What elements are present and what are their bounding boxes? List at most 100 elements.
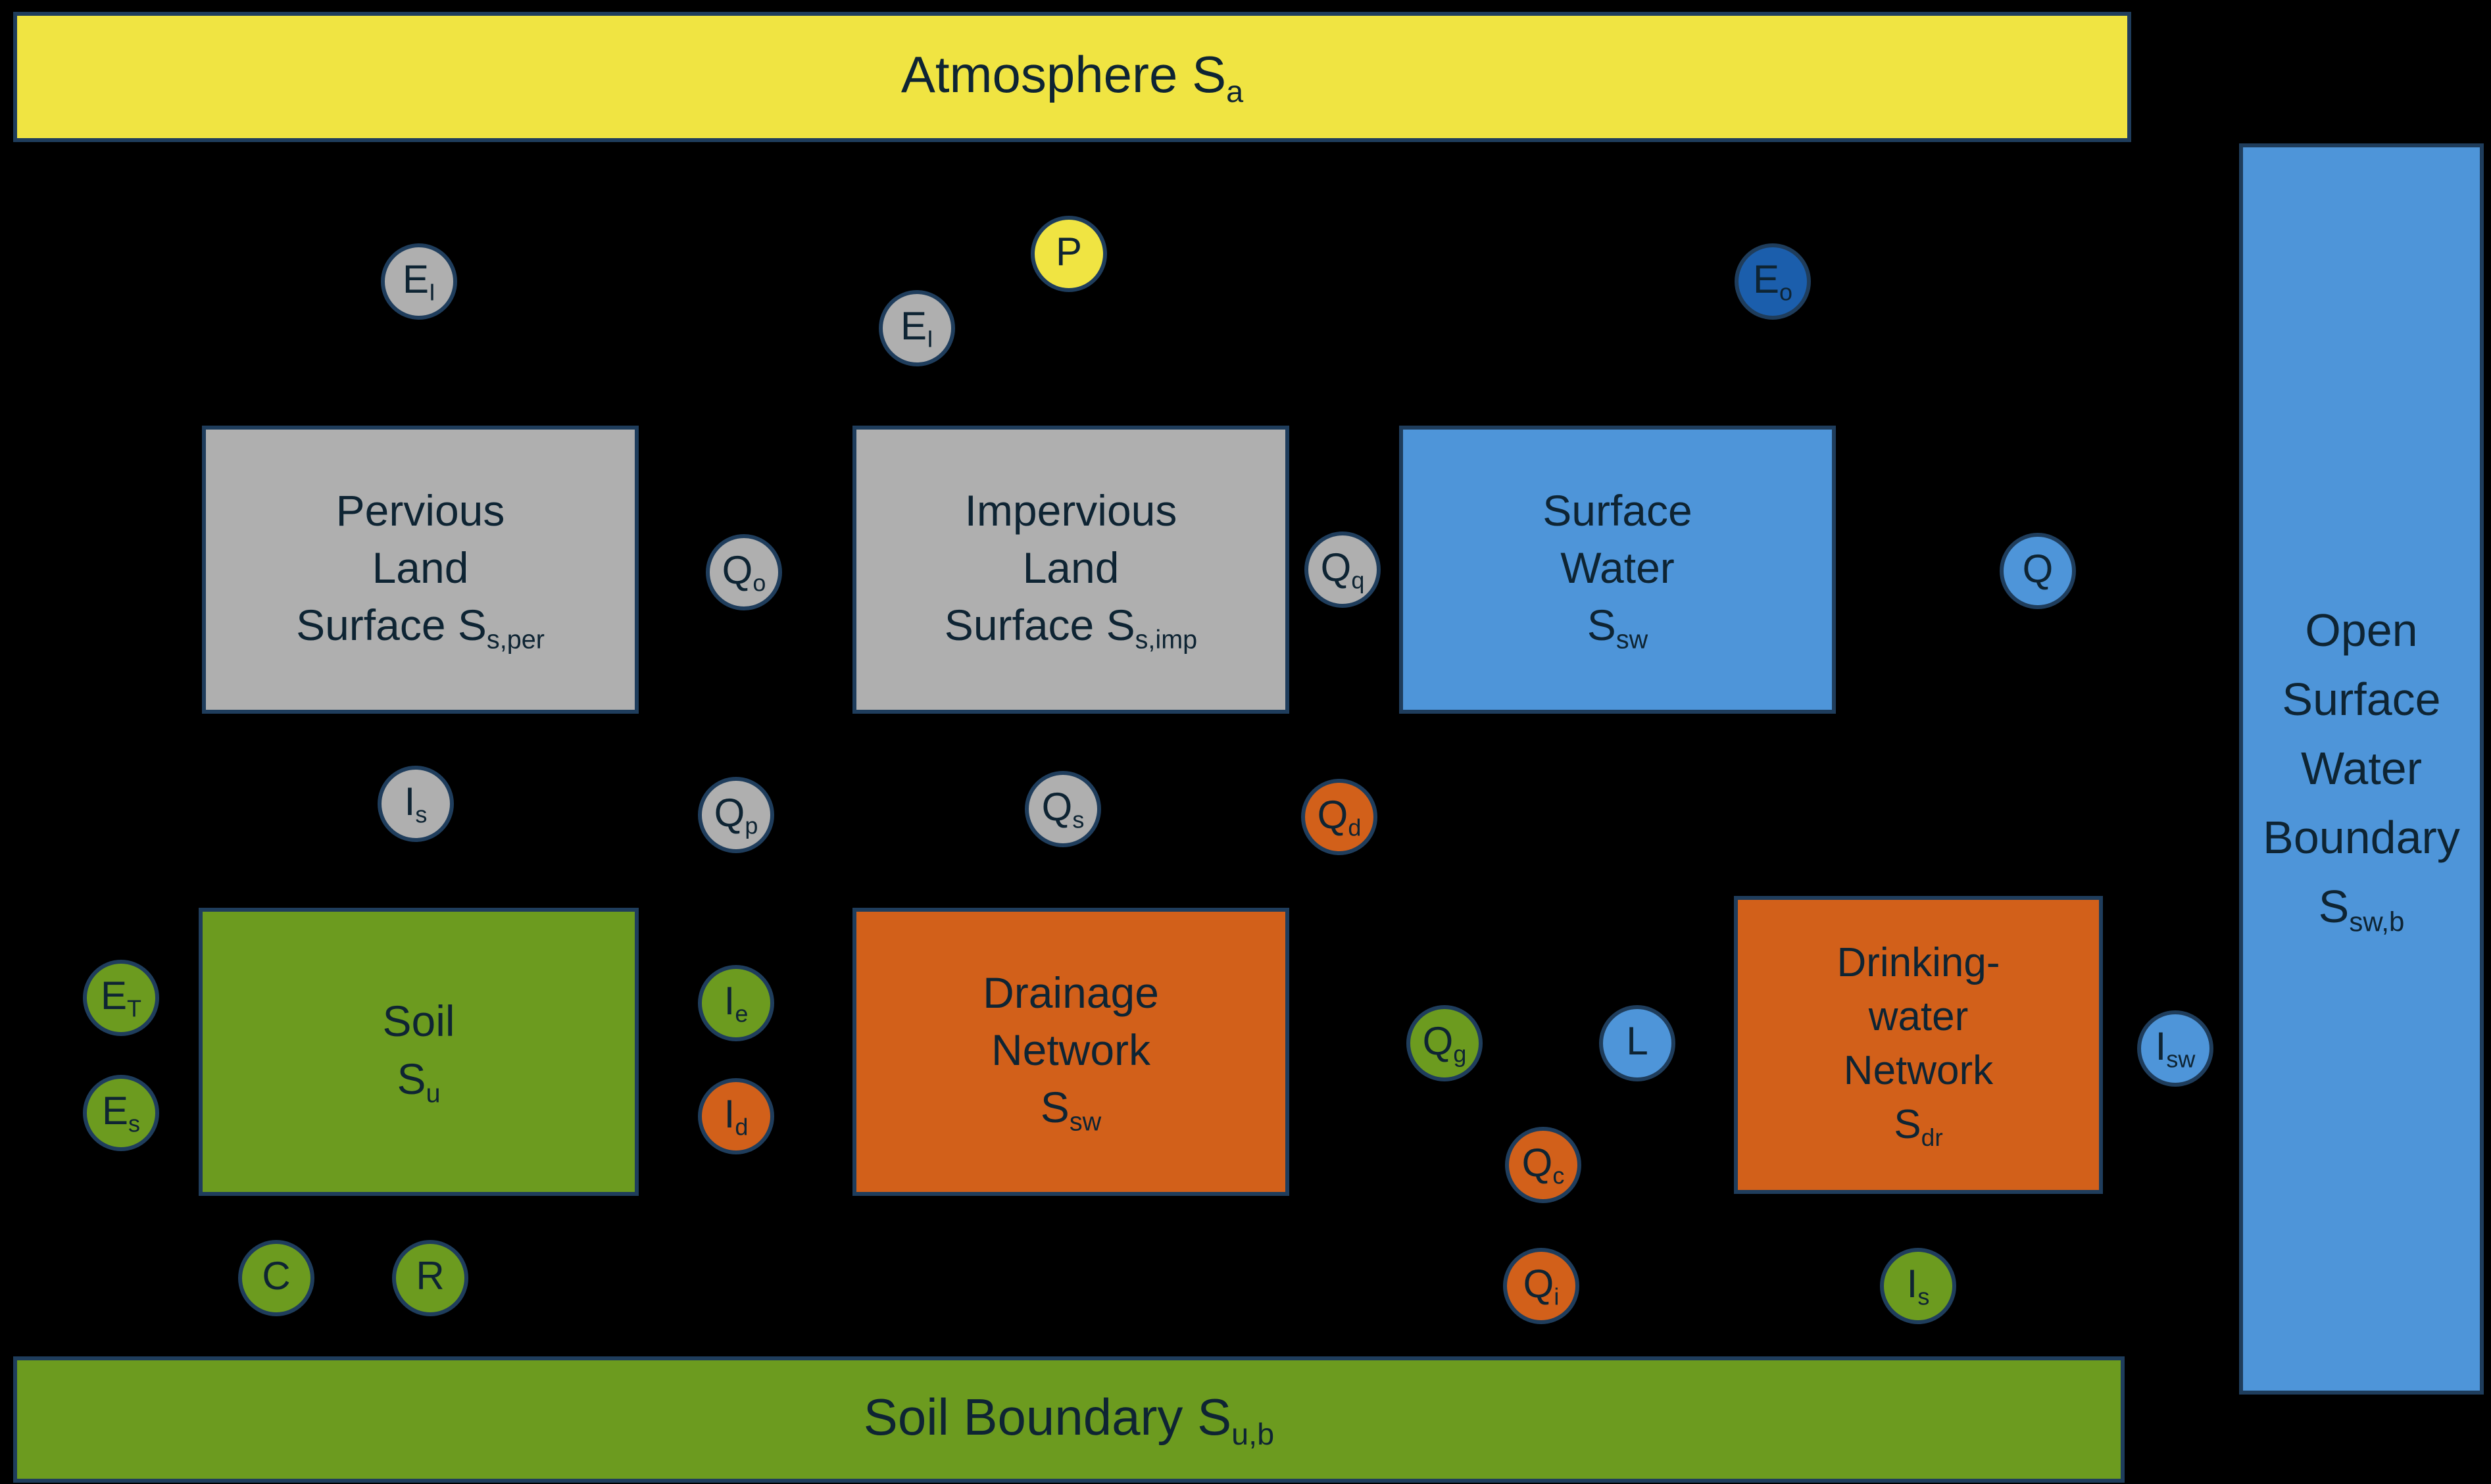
soil-label: Soil Su — [382, 993, 455, 1110]
flow-main: E — [100, 974, 128, 1018]
flow-subscript: g — [1453, 1040, 1467, 1068]
flow-EI-impervious: EI — [879, 290, 955, 366]
flow-main: Q — [722, 548, 753, 593]
flow-subscript: q — [1351, 566, 1365, 594]
flow-Qc: Qc — [1505, 1127, 1581, 1203]
flow-subscript: i — [1554, 1283, 1560, 1310]
flow-subscript: T — [127, 995, 142, 1022]
flow-subscript: p — [745, 812, 758, 839]
flow-Q-outflow: Q — [2000, 533, 2076, 609]
flow-label: Qq — [1321, 545, 1365, 595]
flow-main: E — [1752, 257, 1779, 302]
flow-EI-pervious: EI — [381, 243, 457, 320]
label-subscript: u — [426, 1079, 441, 1108]
flow-subscript: e — [735, 1000, 749, 1027]
label-text: Boundary — [2263, 811, 2460, 863]
box-soil: Soil Su — [199, 908, 639, 1196]
flow-label: Qo — [722, 547, 766, 597]
drainage-label: Drainage Network Ssw — [983, 964, 1159, 1139]
flow-subscript: s — [415, 801, 428, 828]
label-text: Surface S — [944, 601, 1135, 650]
flow-main: E — [900, 304, 927, 349]
flow-Qi: Qi — [1503, 1248, 1579, 1324]
flow-label: Id — [724, 1091, 749, 1141]
flow-Is-drinking-water: Is — [1880, 1248, 1956, 1324]
flow-Qq: Qq — [1304, 532, 1381, 608]
flow-C-capillary-rise: C — [238, 1240, 314, 1316]
flow-main: Q — [1521, 1141, 1553, 1185]
flow-subscript: I — [927, 325, 934, 353]
flow-Is-pervious: Is — [378, 766, 454, 842]
flow-label: ET — [101, 973, 141, 1023]
label-text: Land — [372, 543, 469, 593]
label-subscript: sw — [1069, 1107, 1102, 1137]
flow-subscript: s — [128, 1110, 141, 1137]
impervious-label: Impervious Land Surface Ss,imp — [945, 482, 1197, 657]
flow-main: Q — [1523, 1262, 1554, 1306]
label-text: Drinking- — [1837, 940, 2000, 986]
flow-Es-soil-evaporation: Es — [83, 1075, 159, 1151]
label-text: S — [1587, 601, 1616, 650]
flow-main: I — [724, 1092, 735, 1137]
flow-main: E — [402, 257, 429, 302]
label-text: Atmosphere S — [900, 45, 1227, 104]
flow-subscript: d — [735, 1113, 749, 1141]
flow-ET-transpiration: ET — [83, 960, 159, 1036]
flow-L-leakage: L — [1599, 1005, 1675, 1081]
flow-subscript: I — [429, 278, 436, 306]
flow-subscript: c — [1552, 1162, 1565, 1189]
flow-label: Qi — [1523, 1261, 1560, 1311]
flow-Eo-open-water-evaporation: Eo — [1735, 243, 1811, 320]
label-text: Impervious — [964, 485, 1177, 535]
flow-main: I — [724, 979, 735, 1024]
flow-Qp: Qp — [698, 777, 774, 853]
flow-main: I — [1906, 1262, 1918, 1306]
label-text: Open — [2305, 604, 2418, 656]
soil-boundary-label: Soil Boundary Su,b — [864, 1387, 1274, 1452]
soil-boundary-banner: Soil Boundary Su,b — [13, 1356, 2125, 1483]
flow-subscript: o — [1779, 278, 1793, 306]
label-text: S — [397, 1054, 426, 1103]
label-subscript: dr — [1921, 1123, 1943, 1151]
flow-main: I — [404, 779, 416, 824]
label-symbol: Ssw — [983, 1079, 1159, 1139]
label-text: Soil — [382, 997, 455, 1046]
flow-Qg: Qg — [1406, 1005, 1483, 1081]
flow-subscript: s — [1917, 1283, 1930, 1310]
flow-label: Qg — [1423, 1018, 1467, 1068]
label-symbol: Ssw,b — [2263, 872, 2460, 942]
flow-subscript: s — [1072, 806, 1085, 833]
atmosphere-label: Atmosphere Sa — [901, 45, 1243, 109]
label-subscript: sw — [1615, 625, 1648, 655]
flow-R-recharge: R — [392, 1240, 468, 1316]
label-symbol: Ssw — [1542, 597, 1692, 657]
label-subscript: sw,b — [2349, 906, 2405, 937]
flow-label: EI — [403, 257, 435, 307]
label-subscript: s,imp — [1135, 625, 1198, 655]
flow-label: Qp — [714, 790, 758, 840]
open-surface-water-boundary-label: Open Surface Water Boundary Ssw,b — [2263, 596, 2460, 942]
flow-Qd: Qd — [1301, 779, 1377, 855]
flow-main: Q — [714, 791, 745, 835]
flow-Qs: Qs — [1025, 771, 1101, 847]
flow-main: Q — [1041, 785, 1073, 829]
flow-main: E — [101, 1089, 129, 1133]
flow-subscript: o — [752, 569, 766, 597]
label-symbol: Surface Ss,imp — [945, 597, 1197, 657]
surface-water-label: Surface Water Ssw — [1542, 482, 1692, 657]
flow-main: L — [1626, 1019, 1648, 1064]
label-text: S — [2318, 880, 2350, 932]
box-surface-water: Surface Water Ssw — [1399, 426, 1836, 714]
drinking-water-label: Drinking- water Network Sdr — [1837, 936, 2000, 1153]
flow-label: Qc — [1522, 1140, 1565, 1190]
label-text: Drainage — [983, 968, 1159, 1017]
flow-main: Q — [1317, 793, 1348, 837]
label-text: Network — [991, 1026, 1151, 1075]
label-text: Surface — [1542, 485, 1692, 535]
flow-Qo: Qo — [706, 534, 782, 610]
flow-main: R — [416, 1254, 445, 1298]
label-subscript: a — [1226, 74, 1244, 109]
label-text: Surface S — [296, 601, 487, 650]
flow-label: Qs — [1042, 784, 1085, 834]
